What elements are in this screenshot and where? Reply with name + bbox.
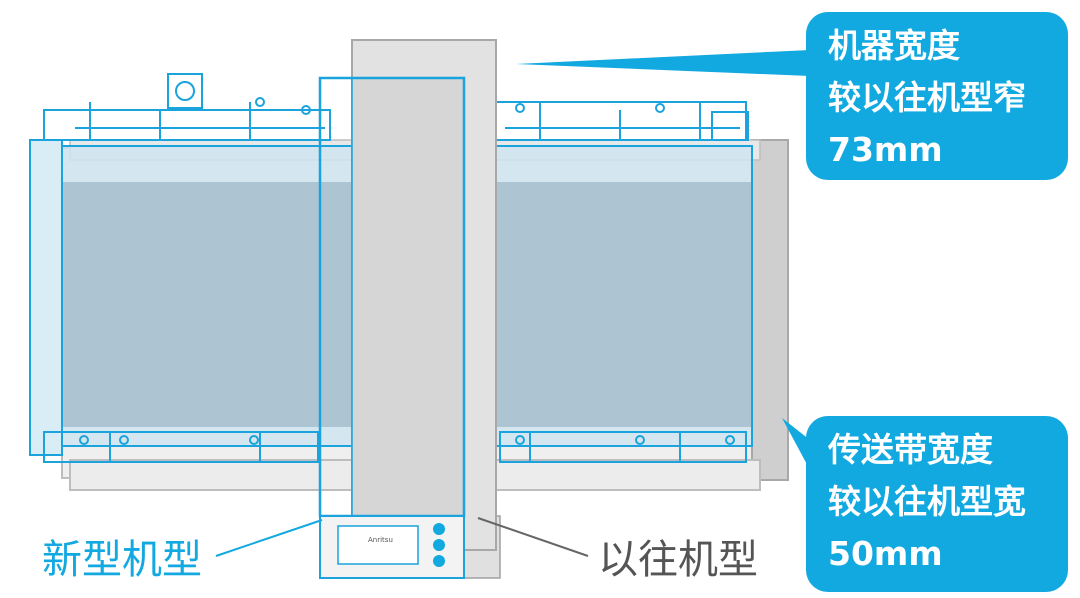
new-model-leader xyxy=(215,519,323,557)
panel-button-1 xyxy=(433,523,445,535)
belt-width-callout: 传送带宽度 较以往机型宽 50mm xyxy=(806,416,1068,592)
machine-width-line1: 机器宽度 xyxy=(828,26,960,65)
new-model-label: 新型机型 xyxy=(42,537,202,583)
right-bracket xyxy=(711,111,749,141)
panel-button-2 xyxy=(433,539,445,551)
top-rail-right xyxy=(489,101,747,141)
top-rail-detail-left xyxy=(75,102,325,140)
panel-button-3 xyxy=(433,555,445,567)
old-model-label: 以往机型 xyxy=(598,537,758,583)
belt-width-line3: 50mm xyxy=(828,534,943,573)
belt-width-line1: 传送带宽度 xyxy=(828,430,993,469)
machine-width-line3: 73mm xyxy=(828,130,943,169)
top-bracket xyxy=(167,73,203,109)
rail-bolts xyxy=(79,97,735,445)
bottom-rail-right xyxy=(499,431,747,463)
top-bracket-hole xyxy=(175,81,195,101)
bottom-rail-left xyxy=(43,431,319,463)
belt-width-pointer xyxy=(782,418,810,470)
top-rail-detail-right xyxy=(505,102,740,140)
old-right-roller xyxy=(751,139,789,481)
old-model-leader xyxy=(477,517,589,557)
inspection-head xyxy=(352,78,464,516)
bottom-rail-detail xyxy=(80,432,740,462)
machine-width-callout: 机器宽度 较以往机型窄 73mm xyxy=(806,12,1068,180)
top-rail-left xyxy=(43,109,331,141)
machine-width-pointer xyxy=(516,50,810,76)
control-panel: Anritsu xyxy=(319,515,465,579)
left-roller xyxy=(29,139,63,456)
panel-brand: Anritsu xyxy=(368,536,393,544)
belt-width-line2: 较以往机型宽 xyxy=(828,482,1026,521)
machine-width-line2: 较以往机型窄 xyxy=(828,78,1026,117)
panel-display xyxy=(337,525,419,565)
